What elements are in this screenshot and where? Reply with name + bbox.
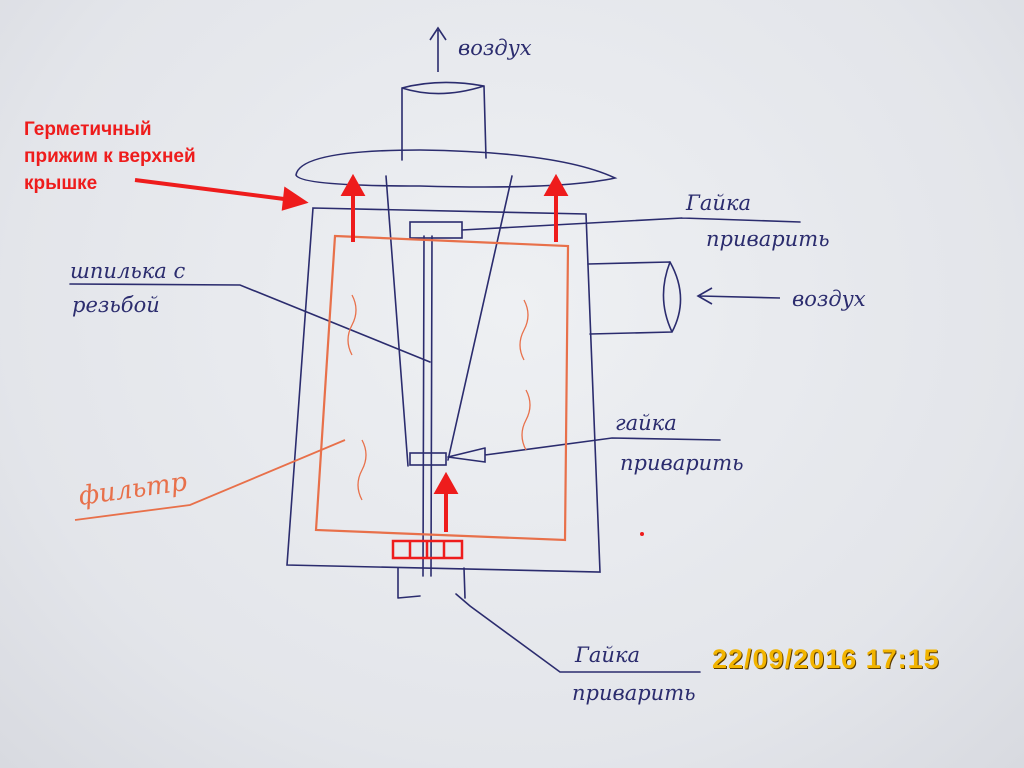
leader-stud: [69, 283, 431, 363]
label-nut-bottom-1: Гайка: [574, 643, 640, 667]
label-nut-mid-2: приварить: [620, 451, 744, 475]
date-stamp: 22/09/2016 17:15: [712, 644, 940, 674]
side-inlet-pipe: [587, 261, 682, 335]
arrow-air-in-icon: [696, 287, 781, 305]
up-arrow-air-icon: [429, 26, 447, 72]
label-nut-top-2: приварить: [706, 227, 830, 251]
cone: [385, 175, 513, 467]
label-filter: фильтр: [77, 467, 190, 512]
label-nut-mid-1: гайка: [615, 411, 677, 435]
seal-note: Герметичный прижим к верхней крышке: [24, 116, 196, 197]
red-clamp-blocks: [391, 539, 464, 560]
label-nut-top-1: Гайка: [685, 191, 751, 215]
tank-body: [286, 207, 601, 573]
label-nut-bottom-2: приварить: [572, 681, 696, 705]
leader-bottom-nut: [455, 593, 701, 673]
label-stud-1: шпилька с: [70, 259, 185, 283]
filter-outline: [314, 234, 570, 542]
seal-arrow: [134, 178, 293, 202]
seal-note-line: прижим к верхней: [24, 146, 196, 167]
label-air-out: воздух: [458, 36, 532, 60]
top-outlet-pipe: [401, 81, 487, 161]
seal-note-line: крышке: [24, 173, 98, 194]
middle-nut: [409, 452, 447, 466]
threaded-stud: [422, 235, 433, 577]
label-stud-2: резьбой: [72, 293, 160, 317]
filter-leader: [74, 439, 346, 521]
bottom-pipe: [397, 567, 466, 599]
top-nut: [409, 221, 463, 239]
seal-note-line: Герметичный: [24, 119, 152, 140]
heat-waves: [347, 294, 531, 501]
leader-top-nut: [461, 217, 801, 231]
leader-middle-nut: [447, 437, 721, 463]
lid: [295, 149, 618, 188]
label-air-in: воздух: [792, 287, 866, 311]
